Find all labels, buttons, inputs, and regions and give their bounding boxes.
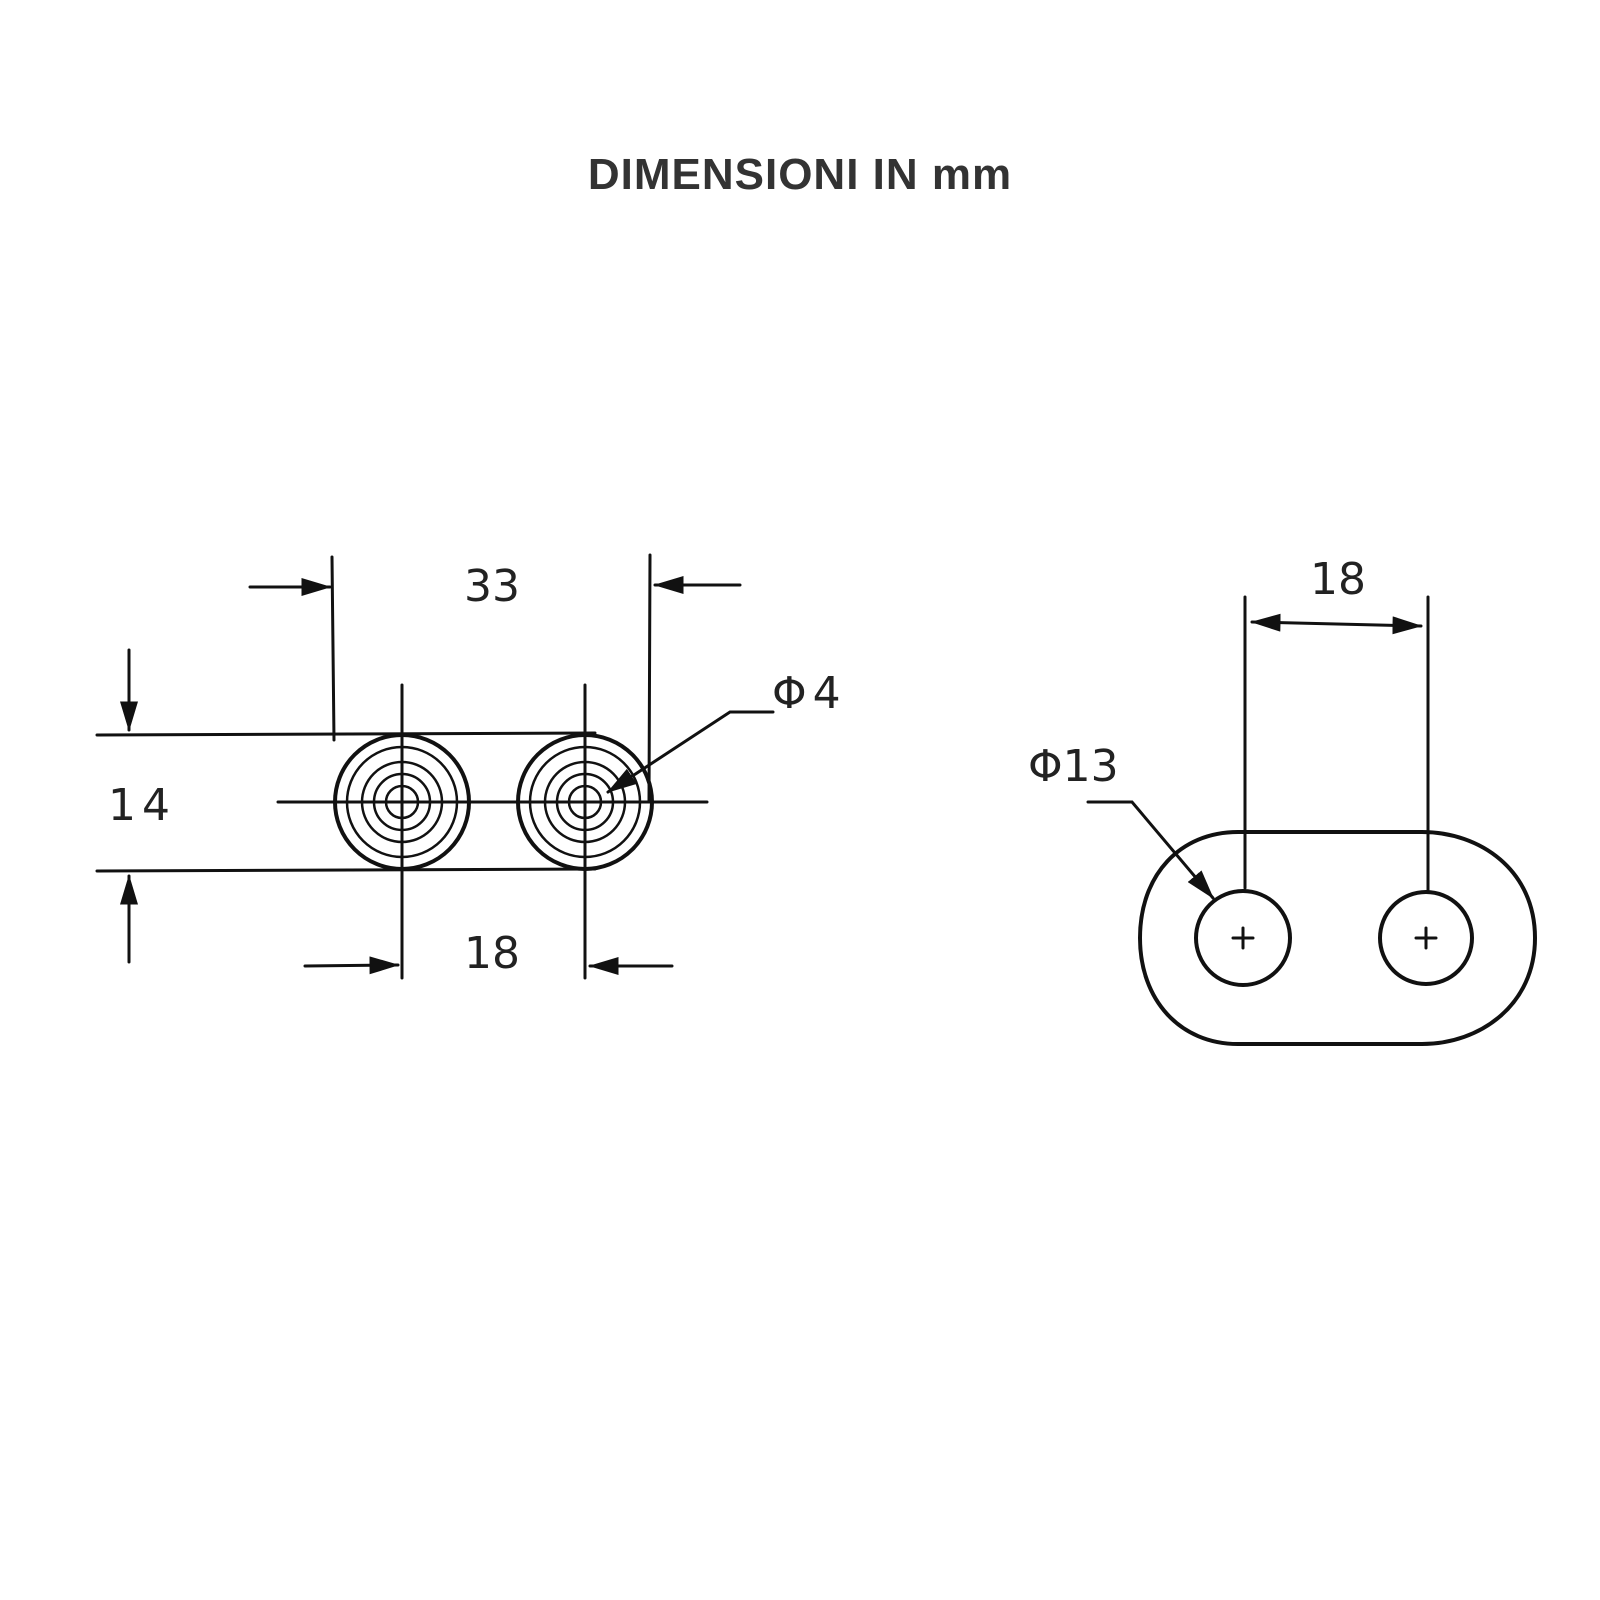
front-view: 33 14 18 Φ4 xyxy=(95,553,847,980)
top-extension-line xyxy=(95,731,597,737)
right-extension-line-33 xyxy=(647,553,652,804)
right-pin xyxy=(516,733,654,871)
dim-phi4-label: Φ4 xyxy=(772,668,847,719)
dim-phi13-leader xyxy=(1086,800,1215,900)
dim-phi4-leader xyxy=(606,710,775,794)
dim-18-label: 18 xyxy=(464,928,520,979)
page-title: DIMENSIONI IN mm xyxy=(587,150,1013,199)
oval-flange xyxy=(1137,830,1538,1046)
left-pin xyxy=(333,733,471,871)
dim-14-label: 14 xyxy=(108,780,176,831)
top-dim-18-label: 18 xyxy=(1310,554,1366,605)
dim-phi13-label: Φ13 xyxy=(1028,741,1119,792)
top-view: 18 Φ13 xyxy=(1028,554,1538,1046)
left-hole xyxy=(1194,889,1292,987)
dim-18-left-arrow xyxy=(303,956,400,975)
right-hole xyxy=(1378,890,1474,986)
right-hole-center-mark xyxy=(1414,926,1438,950)
dim-33-label: 33 xyxy=(464,561,520,612)
top-dim-18-arrow xyxy=(1250,613,1423,635)
bottom-extension-line xyxy=(95,867,597,873)
left-extension-line-33 xyxy=(330,555,336,742)
left-hole-center-mark xyxy=(1231,926,1255,950)
